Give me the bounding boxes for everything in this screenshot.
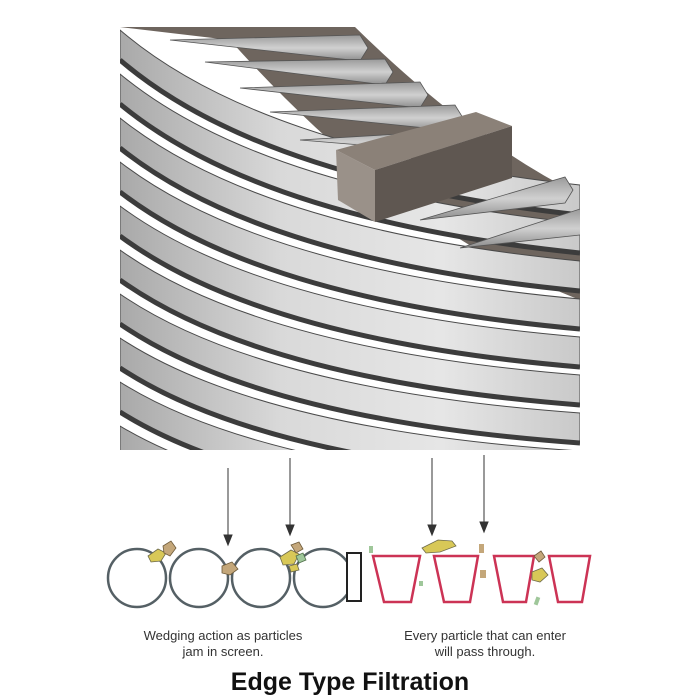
wedge-wire xyxy=(492,554,536,604)
caption-line: jam in screen. xyxy=(182,644,264,659)
wire-slot xyxy=(120,277,580,408)
round-wire-caption: Wedging action as particles jam in scree… xyxy=(118,628,328,660)
jammed-particles xyxy=(147,540,307,576)
diagram-title: Edge Type Filtration xyxy=(230,668,470,696)
profile-separator xyxy=(346,552,362,602)
caption-line: Every particle that can enter xyxy=(404,628,566,643)
flow-arrows xyxy=(223,455,489,547)
support-rod xyxy=(419,176,574,221)
wire-slot xyxy=(120,365,352,450)
wire-slot xyxy=(120,321,580,446)
wedge-wire-caption: Every particle that can enter will pass … xyxy=(372,628,598,660)
support-rod xyxy=(169,34,369,62)
caption-line: will pass through. xyxy=(434,644,536,659)
support-rod xyxy=(204,58,394,86)
round-wire xyxy=(106,547,168,609)
wedge-wire xyxy=(432,554,480,604)
wire-slot xyxy=(120,233,580,370)
wire-band xyxy=(120,425,169,450)
wedge-wire xyxy=(371,554,422,604)
wire-slot xyxy=(120,190,580,332)
wire-section-block xyxy=(336,112,512,222)
round-wire-profiles xyxy=(106,547,354,609)
wedge-wire-profiles xyxy=(371,554,592,604)
caption-line: Wedging action as particles xyxy=(143,628,303,643)
wire-slot xyxy=(120,409,205,450)
wedge-wire xyxy=(547,554,592,604)
wedge-wire-screen-illustration xyxy=(120,27,580,557)
round-wire xyxy=(230,547,292,609)
wire-slot xyxy=(120,146,580,294)
passing-particles xyxy=(369,539,549,606)
support-rod xyxy=(239,81,429,109)
round-wire xyxy=(168,547,230,609)
support-rod xyxy=(459,208,580,249)
wire-slot xyxy=(120,456,580,557)
